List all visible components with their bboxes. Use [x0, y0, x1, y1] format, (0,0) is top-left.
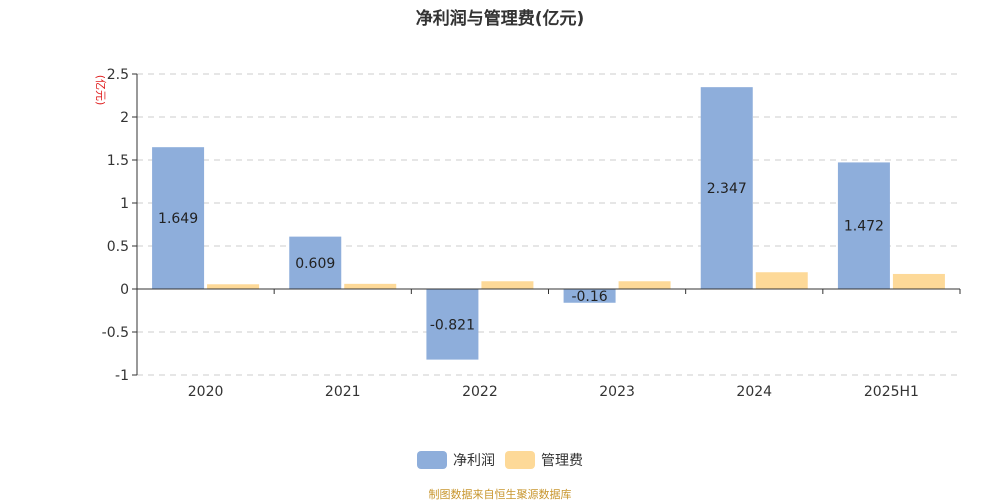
bar-admin-expense [481, 281, 534, 289]
legend-swatch-admin-expense [505, 451, 535, 469]
x-tick-label: 2020 [188, 384, 224, 400]
chart-title: 净利润与管理费(亿元) [415, 9, 585, 29]
bar-net-profit [289, 236, 342, 289]
axes: 2.5 2 1.5 1 0.5 0 -0.5 -1 2020 2021 2022 2023 2024 20… [102, 67, 961, 400]
data-label: -0.821 [430, 317, 475, 333]
bar-net-profit [700, 87, 753, 290]
y-tick-label: 1 [120, 196, 129, 212]
bar-admin-expense [892, 273, 945, 289]
x-tick-label: 2021 [325, 384, 361, 400]
data-label: 2.347 [707, 181, 747, 197]
bar-net-profit [426, 289, 479, 360]
y-tick-label: 1.5 [107, 153, 129, 169]
legend: 净利润 管理费 [0, 450, 1000, 470]
y-tick-label: 0.5 [107, 239, 129, 255]
gridlines [137, 73, 960, 376]
bar-admin-expense [755, 272, 808, 289]
bar-admin-expense [344, 283, 397, 289]
y-tick-label: -0.5 [102, 325, 129, 341]
legend-label-net-profit: 净利润 [453, 453, 495, 469]
x-tick-label: 2022 [462, 384, 498, 400]
y-tick-label: 2 [120, 110, 129, 126]
x-tick-label: 2024 [736, 384, 772, 400]
y-axis-label: (亿元) [94, 75, 107, 106]
bar-net-profit [837, 162, 890, 289]
y-tick-label: 0 [120, 282, 129, 298]
data-labels: 1.649 0.609 -0.821 -0.16 2.347 1.472 [158, 181, 884, 333]
bar-admin-expense [618, 281, 671, 289]
data-label: -0.16 [571, 289, 607, 305]
legend-item-admin-expense[interactable]: 管理费 [505, 450, 583, 470]
data-label: 0.609 [295, 256, 335, 272]
legend-label-admin-expense: 管理费 [541, 453, 583, 469]
data-source-footer: 制图数据来自恒生聚源数据库 [428, 488, 572, 501]
legend-swatch-net-profit [417, 451, 447, 469]
x-tick-label: 2023 [599, 384, 635, 400]
data-label: 1.472 [844, 219, 884, 235]
bar-net-profit [563, 289, 616, 303]
bars [152, 87, 945, 360]
bar-net-profit [152, 147, 205, 289]
y-tick-label: -1 [115, 368, 129, 384]
x-tick-label: 2025H1 [864, 384, 919, 400]
legend-item-net-profit[interactable]: 净利润 [417, 450, 495, 470]
y-tick-label: 2.5 [107, 67, 129, 83]
data-label: 1.649 [158, 211, 198, 227]
bar-admin-expense [207, 284, 260, 289]
